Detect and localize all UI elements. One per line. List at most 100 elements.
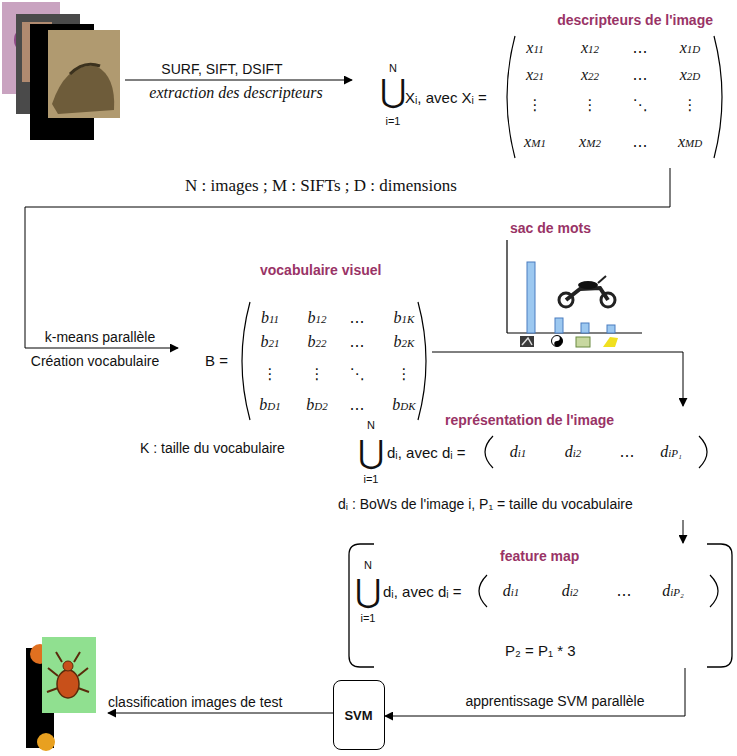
matrix-entry: … (617, 583, 632, 600)
matrix-entry: … (633, 134, 648, 151)
box-label: SVM (344, 707, 372, 722)
motorcycle-picture (598, 276, 606, 283)
word-icon (576, 337, 590, 347)
bracket-outline (349, 544, 732, 667)
dimension-note: N : images ; M : SIFTs ; D : dimensions (185, 176, 457, 196)
matrix-entry: x1D (680, 38, 701, 57)
svm-box: SVM (333, 680, 385, 750)
block-heading: représentation de l'image (445, 412, 614, 428)
image-detail (70, 64, 100, 74)
matrix-entry: x11 (526, 38, 543, 57)
image-detail (37, 733, 55, 751)
formula-text: dᵢ, avec dᵢ = (387, 444, 466, 461)
matrix-bracket (507, 36, 722, 158)
matrix-entry: ⋮ (683, 97, 698, 114)
union-symbol: ⋃ (358, 436, 384, 468)
histogram-bar (527, 262, 535, 333)
matrix-entry: ⋮ (310, 366, 325, 383)
matrix-entry: bDK (392, 395, 415, 414)
image-detail (52, 66, 114, 114)
matrix-bracket (485, 436, 707, 468)
flow-arrow (385, 668, 685, 716)
matrix-entry: di1 (510, 442, 527, 461)
chart-axis (506, 240, 507, 333)
motorcycle-picture (566, 288, 608, 300)
matrix-entry: diP₂ (662, 581, 684, 600)
chart-title: sac de mots (510, 220, 591, 236)
formula-text: P₂ = P₁ * 3 (505, 642, 576, 659)
matrix-entry: … (350, 397, 365, 414)
union-symbol: ⋃ (355, 575, 381, 607)
union-limit: N (367, 420, 375, 431)
matrix-bracket (242, 302, 426, 420)
formula-note: dᵢ : BoWs de l'image i, P₁ = taille du v… (338, 496, 633, 512)
formula-text: dᵢ, avec dᵢ = (383, 583, 462, 600)
word-icon (552, 336, 563, 347)
matrix-entry: di2 (562, 581, 579, 600)
bow-histogram (507, 240, 642, 347)
step-label: Création vocabulaire (31, 353, 159, 369)
histogram-bar (581, 323, 589, 333)
matrix-entry: diP₁ (660, 442, 682, 461)
flow-arrow (683, 520, 684, 543)
matrix-entry: xMD (678, 132, 702, 151)
word-icon (554, 336, 562, 347)
word-icon (522, 338, 532, 345)
matrix-entry: di1 (503, 581, 520, 600)
matrix-entry: b11 (261, 308, 279, 327)
extraction-arrow (125, 80, 352, 81)
histogram-bar (555, 318, 563, 333)
size-note: K : taille du vocabulaire (140, 440, 285, 456)
formula-block: vocabulaire visuelB =b11b12…b1Kb21b22…b2… (178, 258, 432, 422)
matrix-entry: ⋮ (583, 97, 598, 114)
image-thumb (42, 637, 96, 713)
matrix-entry: … (350, 310, 365, 327)
motorcycle-picture (578, 281, 598, 289)
matrix-entry: … (633, 67, 648, 84)
beetle-picture (63, 661, 73, 671)
flow-arrow (432, 352, 683, 406)
matrix-entry: b22 (308, 332, 327, 351)
matrix-entry: ⋮ (263, 366, 278, 383)
formula-block: descripteurs de l'imageN⋃i=1Xᵢ, avec Xᵢ … (383, 8, 728, 168)
flow-arrow (25, 168, 670, 348)
matrix-entry: … (350, 334, 365, 351)
matrix-entry: … (633, 40, 648, 57)
matrix-entry: x12 (581, 38, 599, 57)
word-icon (603, 337, 618, 347)
block-heading: vocabulaire visuel (260, 262, 381, 278)
matrix-entry: bD1 (259, 395, 280, 414)
test-images (26, 637, 96, 751)
matrix-entry: di2 (565, 442, 582, 461)
matrix-entry: x21 (526, 65, 544, 84)
matrix-entry: ⋮ (397, 366, 412, 383)
union-limit: i=1 (361, 613, 376, 624)
matrix-entry: b21 (261, 332, 280, 351)
union-symbol: ⋃ (380, 75, 406, 107)
formula-block: représentation de l'imageN⋃i=1dᵢ, avec d… (335, 406, 735, 520)
block-heading: descripteurs de l'image (557, 12, 713, 28)
matrix-entry: ⋱ (350, 366, 365, 383)
motorcycle-picture (553, 272, 621, 310)
word-icon (520, 336, 534, 347)
classification-arrow (108, 713, 333, 714)
method-label: SURF, SIFT, DSIFT (161, 61, 282, 77)
matrix-entry: x22 (581, 65, 599, 84)
union-limit: N (389, 63, 397, 74)
union-limit: i=1 (386, 116, 401, 127)
image-thumb (48, 30, 120, 118)
union-limit: N (364, 560, 372, 571)
input-images (2, 2, 120, 140)
feature-map-box: feature mapN ⋃ i=1 dᵢ, avec dᵢ = di1 di2 … diP₂… (348, 543, 733, 668)
matrix-entry: … (620, 444, 635, 461)
matrix-entry: b1K (394, 308, 415, 327)
edge-label: apprentissage SVM parallèle (464, 693, 647, 709)
histogram-bar (607, 325, 615, 333)
beetle-picture (57, 670, 79, 698)
matrix-bracket (479, 575, 718, 607)
matrix-entry: b2K (394, 332, 415, 351)
node-outline (383, 8, 728, 168)
block-heading: feature map (500, 548, 579, 564)
